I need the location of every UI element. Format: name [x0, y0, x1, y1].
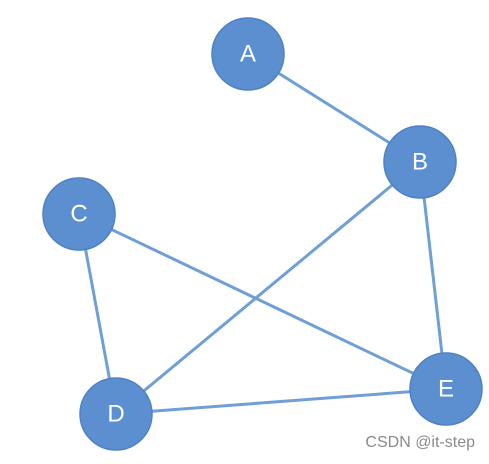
watermark-text: CSDN @it-step: [365, 434, 475, 451]
node-d-circle: [79, 377, 153, 451]
node-c-circle: [42, 177, 116, 251]
node-e: E: [409, 352, 483, 426]
node-e-label: E: [438, 376, 454, 403]
node-a-label: A: [240, 41, 256, 68]
node-b: B: [383, 125, 457, 199]
node-b-circle: [383, 125, 457, 199]
node-a-circle: [211, 17, 285, 91]
edge-b-d: [114, 160, 422, 416]
node-e-circle: [409, 352, 483, 426]
node-c-label: C: [70, 201, 87, 228]
graph-edges: [77, 52, 448, 416]
node-d: D: [79, 377, 153, 451]
edge-d-e: [114, 387, 448, 416]
edge-c-e: [77, 212, 448, 391]
node-b-label: B: [412, 149, 428, 176]
edge-b-e: [418, 160, 448, 391]
node-c: C: [42, 177, 116, 251]
node-d-label: D: [107, 401, 124, 428]
node-a: A: [211, 17, 285, 91]
graph-nodes: A B C D E: [42, 17, 483, 451]
